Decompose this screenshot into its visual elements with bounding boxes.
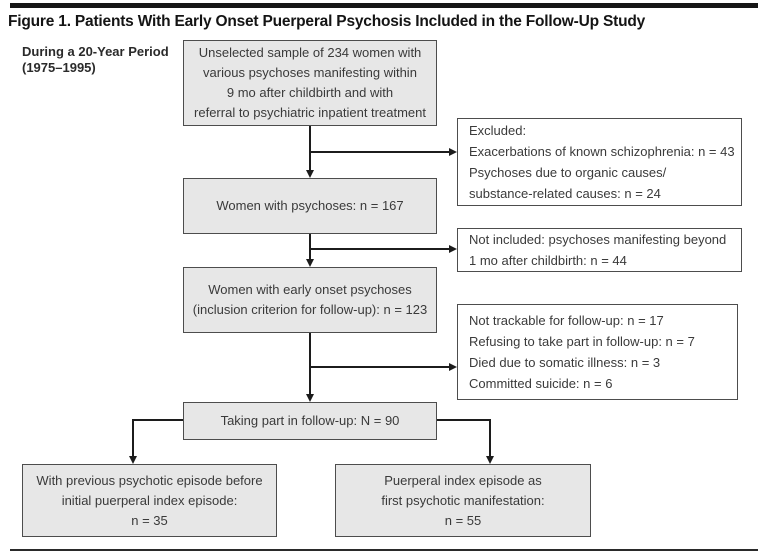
node-taking-part-followup: Taking part in follow-up: N = 90	[183, 402, 437, 440]
arrowhead-down-icon	[305, 170, 314, 178]
node-excluded: Excluded: Exacerbations of known schizop…	[457, 118, 742, 206]
connector-line	[437, 419, 490, 421]
period-label-line2: (1975–1995)	[22, 60, 96, 75]
figure-title: Figure 1. Patients With Early Onset Puer…	[8, 13, 646, 30]
node-text-line: referral to psychiatric inpatient treatm…	[194, 105, 426, 120]
connector-line	[132, 419, 134, 457]
node-text-line: Psychoses due to organic causes/	[469, 165, 667, 180]
node-text-line: n = 35	[131, 512, 168, 528]
node-text-line: Puerperal index episode as	[384, 472, 542, 488]
arrowhead-right-icon	[449, 362, 457, 371]
node-text-line: Women with psychoses: n = 167	[216, 198, 404, 213]
connector-line	[309, 126, 311, 171]
node-not-included: Not included: psychoses manifesting beyo…	[457, 228, 742, 272]
node-text-line: Women with early onset psychoses	[208, 282, 412, 297]
node-women-with-psychoses: Women with psychoses: n = 167	[183, 178, 437, 234]
node-text-line: Not trackable for follow-up: n = 17	[469, 313, 664, 328]
node-lost-to-followup: Not trackable for follow-up: n = 17 Refu…	[457, 304, 738, 400]
node-text-line: Committed suicide: n = 6	[469, 376, 613, 391]
node-text-line: With previous psychotic episode before	[36, 472, 263, 488]
node-puerperal-index-first: Puerperal index episode as first psychot…	[335, 464, 591, 537]
arrowhead-right-icon	[449, 244, 457, 253]
bottom-rule	[10, 549, 758, 551]
arrowhead-down-icon	[305, 259, 314, 267]
connector-line	[309, 333, 311, 395]
node-text-line: various psychoses manifesting within	[203, 65, 417, 80]
node-text-line: Exacerbations of known schizophrenia: n …	[469, 144, 735, 159]
connector-line	[489, 419, 491, 457]
node-text-line: substance-related causes: n = 24	[469, 186, 661, 201]
node-text-line: 9 mo after childbirth and with	[226, 85, 394, 100]
connector-line	[310, 151, 449, 153]
node-text-line: Excluded:	[469, 123, 527, 138]
node-previous-psychotic-episode: With previous psychotic episode before i…	[22, 464, 277, 537]
node-early-onset-psychoses: Women with early onset psychoses (inclus…	[183, 267, 437, 333]
node-text-line: initial puerperal index episode:	[61, 492, 238, 508]
node-text-line: n = 55	[444, 512, 482, 528]
connector-line	[309, 234, 311, 260]
node-unselected-sample: Unselected sample of 234 women with vari…	[183, 40, 437, 126]
node-text-line: Refusing to take part in follow-up: n = …	[469, 334, 695, 349]
node-text-line: Died due to somatic illness: n = 3	[469, 355, 661, 370]
arrowhead-right-icon	[449, 147, 457, 156]
arrowhead-down-icon	[485, 456, 494, 464]
period-label: During a 20-Year Period (1975–1995)	[22, 44, 169, 76]
connector-line	[133, 419, 183, 421]
node-text-line: first psychotic manifestation:	[381, 492, 545, 508]
node-text-line: Unselected sample of 234 women with	[198, 45, 422, 60]
node-text-line: 1 mo after childbirth: n = 44	[469, 253, 627, 268]
connector-line	[310, 366, 449, 368]
top-rule	[10, 3, 758, 8]
arrowhead-down-icon	[128, 456, 137, 464]
arrowhead-down-icon	[305, 394, 314, 402]
node-text-line: (inclusion criterion for follow-up): n =…	[192, 302, 428, 317]
period-label-line1: During a 20-Year Period	[22, 44, 169, 59]
node-text-line: Not included: psychoses manifesting beyo…	[469, 232, 727, 247]
node-text-line: Taking part in follow-up: N = 90	[220, 413, 400, 428]
connector-line	[310, 248, 449, 250]
